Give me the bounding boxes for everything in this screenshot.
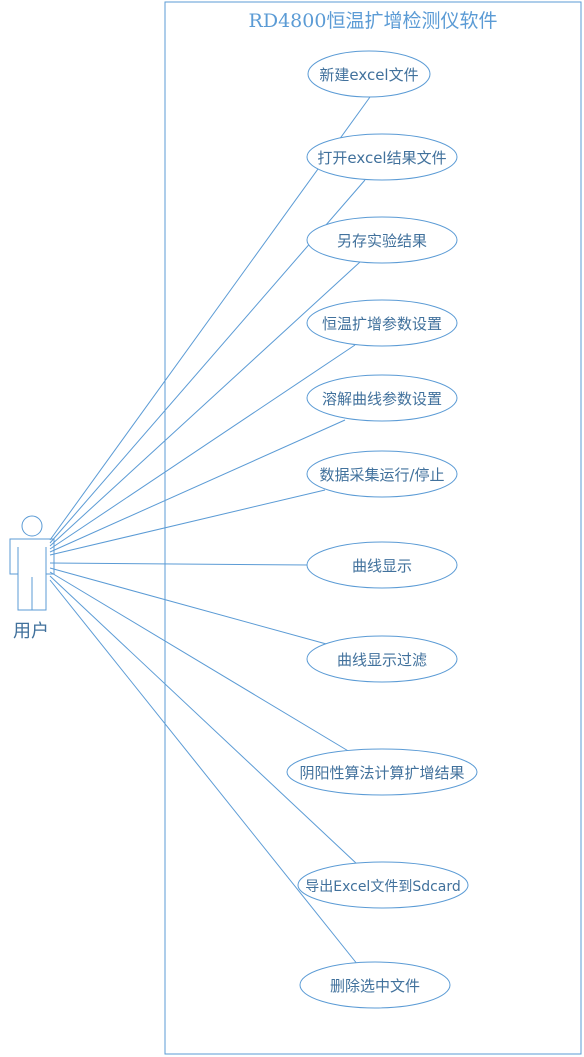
- use-case-ellipse: [306, 541, 458, 589]
- use-case[interactable]: 恒温扩增参数设置: [306, 299, 458, 347]
- use-case-label: 导出Excel文件到Sdcard: [305, 879, 461, 895]
- association-line: [49, 571, 351, 753]
- use-case-ellipse: [306, 374, 458, 422]
- use-case-label: 溶解曲线参数设置: [322, 390, 442, 408]
- association-line: [49, 96, 371, 541]
- use-case-ellipse: [306, 133, 458, 181]
- association-line: [49, 344, 356, 550]
- use-case-ellipse: [306, 299, 458, 347]
- association-line: [49, 579, 359, 966]
- use-case-label: 阴阳性算法计算扩增结果: [299, 764, 464, 782]
- use-case-label: 删除选中文件: [330, 977, 420, 995]
- use-case[interactable]: 曲线显示过滤: [306, 635, 458, 683]
- actor-label: 用户: [13, 621, 49, 642]
- use-case-ellipse: [286, 748, 478, 796]
- use-case-label: 另存实验结果: [337, 232, 427, 250]
- association-line: [49, 489, 326, 556]
- use-case-label: 恒温扩增参数设置: [322, 315, 442, 333]
- use-case[interactable]: 数据采集运行/停止: [306, 450, 458, 498]
- use-case[interactable]: 溶解曲线参数设置: [306, 374, 458, 422]
- use-case-label: 曲线显示: [352, 557, 412, 575]
- use-case[interactable]: 删除选中文件: [299, 961, 451, 1009]
- system-boundary: [164, 1, 582, 1055]
- use-case[interactable]: 新建excel文件: [307, 50, 431, 98]
- use-case[interactable]: 阴阳性算法计算扩增结果: [286, 748, 478, 796]
- actor-head: [21, 515, 43, 537]
- use-case[interactable]: 打开excel结果文件: [306, 133, 458, 181]
- actor: 用户: [9, 515, 55, 642]
- association-line: [49, 419, 346, 553]
- actor-body: [9, 538, 55, 611]
- system-title: RD4800恒温扩增检测仪软件: [249, 10, 498, 32]
- use-case-ellipse: [306, 450, 458, 498]
- use-case-label: 新建excel文件: [319, 66, 418, 84]
- use-case-ellipse: [306, 216, 458, 264]
- use-case[interactable]: 另存实验结果: [306, 216, 458, 264]
- use-case[interactable]: 导出Excel文件到Sdcard: [297, 861, 469, 909]
- association-line: [49, 567, 331, 646]
- use-case-ellipse: [299, 961, 451, 1009]
- use-case-ellipse: [306, 635, 458, 683]
- use-case-ellipse: [297, 861, 469, 909]
- association-line: [49, 261, 361, 547]
- use-case-label: 数据采集运行/停止: [319, 466, 444, 484]
- association-lines: [49, 96, 371, 966]
- association-line: [49, 575, 359, 866]
- use-case-ellipse: [307, 50, 431, 98]
- association-line: [49, 562, 311, 566]
- use-case[interactable]: 曲线显示: [306, 541, 458, 589]
- use-case-label: 打开excel结果文件: [317, 149, 446, 167]
- use-case-label: 曲线显示过滤: [337, 651, 427, 669]
